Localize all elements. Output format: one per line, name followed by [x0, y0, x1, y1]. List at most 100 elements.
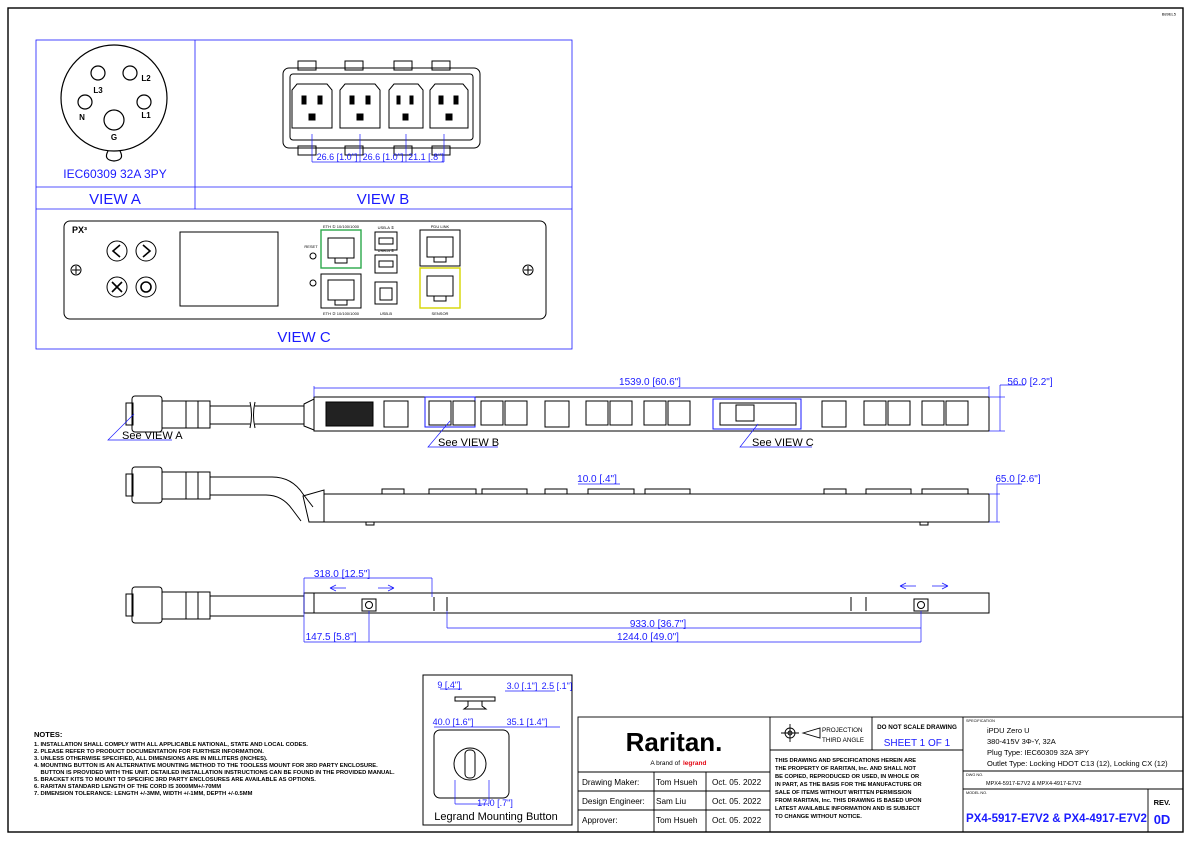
button-dim: 17.0 [.7"]	[477, 798, 513, 808]
mounting-button-detail	[422, 674, 573, 826]
disclaimer-line: SALE OF ITEMS WITHOUT WRITTEN PERMISSION	[775, 790, 912, 796]
usb-a1-port	[374, 231, 398, 251]
pin-label: L2	[141, 74, 151, 83]
projection-label: THIRD ANGLE	[822, 737, 864, 744]
pdu-label-plate	[325, 401, 374, 427]
view-a-title: VIEW A	[89, 191, 141, 208]
front-view	[125, 395, 990, 433]
pin-n	[77, 94, 93, 110]
outlet-cx-1	[388, 83, 424, 129]
port-label: USB-A ②	[378, 248, 395, 253]
usb-b-port	[374, 281, 398, 305]
plug-outer-ring	[60, 44, 168, 152]
sensor-port	[419, 267, 461, 309]
overall-length-dim: 1539.0 [60.6"]	[619, 377, 681, 388]
mount-screw-right-icon	[522, 264, 534, 276]
port-label: USB-A ①	[378, 225, 395, 230]
view-b-dim: 26.6 [1.0"]	[363, 152, 404, 162]
cord	[210, 405, 250, 425]
mount-button-left	[361, 598, 377, 612]
view-b-outlets	[282, 60, 481, 156]
outlet-clips-top	[297, 60, 451, 71]
pin-l2	[122, 65, 138, 81]
side-cord	[210, 476, 314, 522]
view-c-controller	[63, 220, 547, 320]
views-panel	[35, 39, 573, 350]
port-label: SENSOR	[432, 311, 449, 316]
raritan-logo: Raritan.	[626, 727, 723, 757]
dwg-label: DWG NO.	[966, 773, 983, 777]
no-scale-label: DO NOT SCALE DRAWING	[877, 724, 957, 731]
pin-g	[103, 109, 125, 131]
rear-arrows-left	[329, 584, 395, 592]
title-block-frame	[577, 716, 1184, 833]
outlet-bank-body	[282, 67, 481, 149]
cord-break	[249, 401, 256, 429]
sheet-code: B89EL5	[1162, 12, 1177, 17]
depth-dim: 65.0 [2.6"]	[995, 474, 1040, 485]
outlet-clips-bottom	[297, 145, 451, 156]
controller-faceplate	[63, 220, 547, 320]
reset-label: RESET	[304, 244, 318, 249]
breaker-2	[544, 400, 570, 428]
usb-a2-port	[374, 254, 398, 274]
outlet-c13-1	[291, 83, 333, 129]
rear-dim-1244: 1244.0 [49.0"]	[617, 632, 679, 643]
reset-button	[309, 252, 317, 260]
side-outlets	[865, 488, 969, 494]
model-label: MODEL NO.	[966, 791, 987, 795]
projection-label: PROJECTION	[822, 727, 863, 734]
rear-view-dimensions	[303, 577, 922, 643]
mount-button-right	[913, 598, 929, 612]
disclaimer-line: THE PROPERTY OF RARITAN, Inc. AND SHALL …	[775, 766, 917, 772]
disclaimer-line: LATEST AVAILABLE INFORMATION AND IS SUBJ…	[775, 806, 920, 812]
side-view	[125, 466, 990, 526]
eth2-port	[320, 273, 362, 309]
side-view-dimensions	[578, 483, 1022, 523]
disclaimer-line: BE COPIED, REPRODUCED OR USED, IN WHOLE …	[775, 774, 919, 780]
note-line: 4. MOUNTING BUTTON IS AN ALTERNATIVE MOU…	[34, 763, 378, 769]
port-label: USB-B	[380, 311, 393, 316]
button-dim: 40.0 [1.6"]	[433, 717, 474, 727]
notes-heading: NOTES:	[34, 730, 62, 739]
disclaimer-line: FROM RARITAN, Inc. THIS DRAWING IS BASED…	[775, 798, 922, 804]
outlet-cx-2	[429, 83, 469, 129]
view-a-caption: IEC60309 32A 3PY	[63, 167, 166, 181]
view-c-title: VIEW C	[277, 329, 331, 346]
design-engineer-name: Sam Liu	[656, 797, 686, 806]
view-b-title: VIEW B	[357, 191, 410, 208]
plug-tip	[125, 402, 134, 426]
left-arrow-button-icon	[106, 240, 128, 262]
sheet-border	[7, 7, 1184, 833]
spec-line: 380-415V 3Φ-Y, 32A	[987, 737, 1056, 746]
cord-strain-relief	[303, 398, 315, 431]
button-slot	[464, 749, 476, 779]
title-block	[577, 716, 1184, 833]
side-strain-relief	[302, 489, 325, 523]
disclaimer-line: IN PART, AS THE BASIS FOR THE MANUFACTUR…	[775, 782, 922, 788]
pdu-side-body	[323, 493, 990, 523]
pin-l3	[90, 65, 106, 81]
breaker-3	[821, 400, 847, 428]
leader-view-c	[739, 423, 812, 448]
pin-label: L1	[141, 111, 151, 120]
rear-arrows-right	[899, 582, 949, 590]
disclaimer-line: TO CHANGE WITHOUT NOTICE.	[775, 814, 862, 820]
approver-name: Tom Hsueh	[656, 816, 698, 825]
rev-value: 0D	[1154, 812, 1171, 827]
button-dim: 3.0 [.1"]	[507, 681, 538, 691]
note-line: 3. UNLESS OTHERWISE SPECIFIED, ALL DIMEN…	[34, 756, 268, 762]
rev-label: REV.	[1154, 798, 1171, 807]
pdu-rear-body	[303, 592, 990, 614]
side-outlets	[587, 488, 691, 494]
leader-view-b	[427, 420, 498, 448]
lcd-display	[179, 231, 279, 307]
views-panel-frame	[35, 39, 573, 350]
raritan-tagline-prefix: A brand of	[650, 760, 680, 767]
mounting-button-title: Legrand Mounting Button	[434, 811, 558, 823]
button-dim: 9 [.4"]	[437, 680, 460, 690]
port-label: ETH ① 10/100/1000	[323, 224, 360, 229]
cord	[255, 405, 304, 425]
rear-dim-933: 933.0 [36.7"]	[630, 619, 687, 630]
